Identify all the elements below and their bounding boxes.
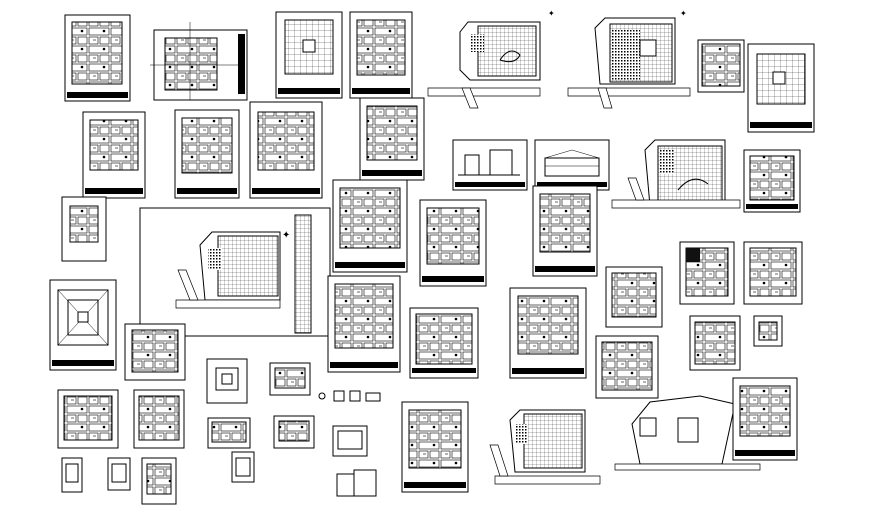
site-plan-2: ✦ <box>567 9 691 109</box>
floor-plan-sheet-17 <box>679 241 735 305</box>
floor-plan-sheet-14 <box>419 199 487 287</box>
floor-plan-sheet-28 <box>732 377 798 461</box>
floor-plan-sheet-11 <box>743 149 801 213</box>
site-plan-3 <box>611 139 741 209</box>
svg-text:✦: ✦ <box>680 9 687 18</box>
floor-plan-sheet-9 <box>249 101 323 199</box>
floor-plan-sheet-23 <box>595 335 659 399</box>
floor-plan-sheet-26 <box>133 389 185 449</box>
detail-sheet-7 <box>61 457 83 493</box>
site-plan-1: ✦ <box>427 9 555 109</box>
floor-plan-sheet-27 <box>401 401 469 493</box>
floor-plan-sheet-12 <box>61 196 107 262</box>
detail-sheet-10 <box>336 469 377 497</box>
floor-plan-sheet-29 <box>141 457 177 505</box>
floor-plan-sheet-10 <box>359 97 425 181</box>
floor-plan-sheet-5 <box>697 39 745 93</box>
floor-plan-sheet-24 <box>689 315 741 371</box>
svg-text:✦: ✦ <box>548 9 555 18</box>
section-elevation-1 <box>452 139 528 191</box>
section-elevation-2 <box>534 139 610 191</box>
detail-sheet-3 <box>269 362 311 396</box>
floor-plan-sheet-22 <box>509 287 587 379</box>
floor-plan-sheet-4 <box>349 11 413 99</box>
floor-plan-sheet-7 <box>82 111 146 199</box>
floor-plan-sheet-19 <box>124 323 186 381</box>
detail-sheet-9 <box>231 451 255 483</box>
floor-plan-sheet-3 <box>275 11 343 99</box>
roof-plan-sheet <box>49 279 117 371</box>
site-plan-master: ✦ <box>139 207 331 337</box>
detail-sheet-8 <box>107 457 131 491</box>
floor-plan-sheet-2 <box>150 22 248 101</box>
floor-plan-sheet-18 <box>743 241 803 305</box>
floor-plan-sheet-20 <box>327 275 401 373</box>
svg-text:✦: ✦ <box>282 230 290 241</box>
detail-symbols <box>318 390 381 402</box>
detail-sheet-5 <box>273 415 315 449</box>
detail-sheet-6 <box>332 425 368 457</box>
floor-plan-sheet-16 <box>605 266 663 328</box>
floor-plan-sheet-21 <box>409 307 479 379</box>
floor-plan-sheet-13 <box>332 179 408 273</box>
floor-plan-sheet-1 <box>64 14 131 102</box>
floor-plan-sheet-25 <box>57 389 119 449</box>
site-layout <box>614 395 761 471</box>
site-plan-4 <box>489 409 601 485</box>
floor-plan-sheet-8 <box>174 109 240 199</box>
detail-sheet-4 <box>207 417 251 449</box>
floor-plan-sheet-15 <box>532 185 598 277</box>
floor-plan-sheet-6 <box>747 43 815 133</box>
detail-sheet-1 <box>753 315 783 347</box>
detail-sheet-2 <box>206 358 248 404</box>
